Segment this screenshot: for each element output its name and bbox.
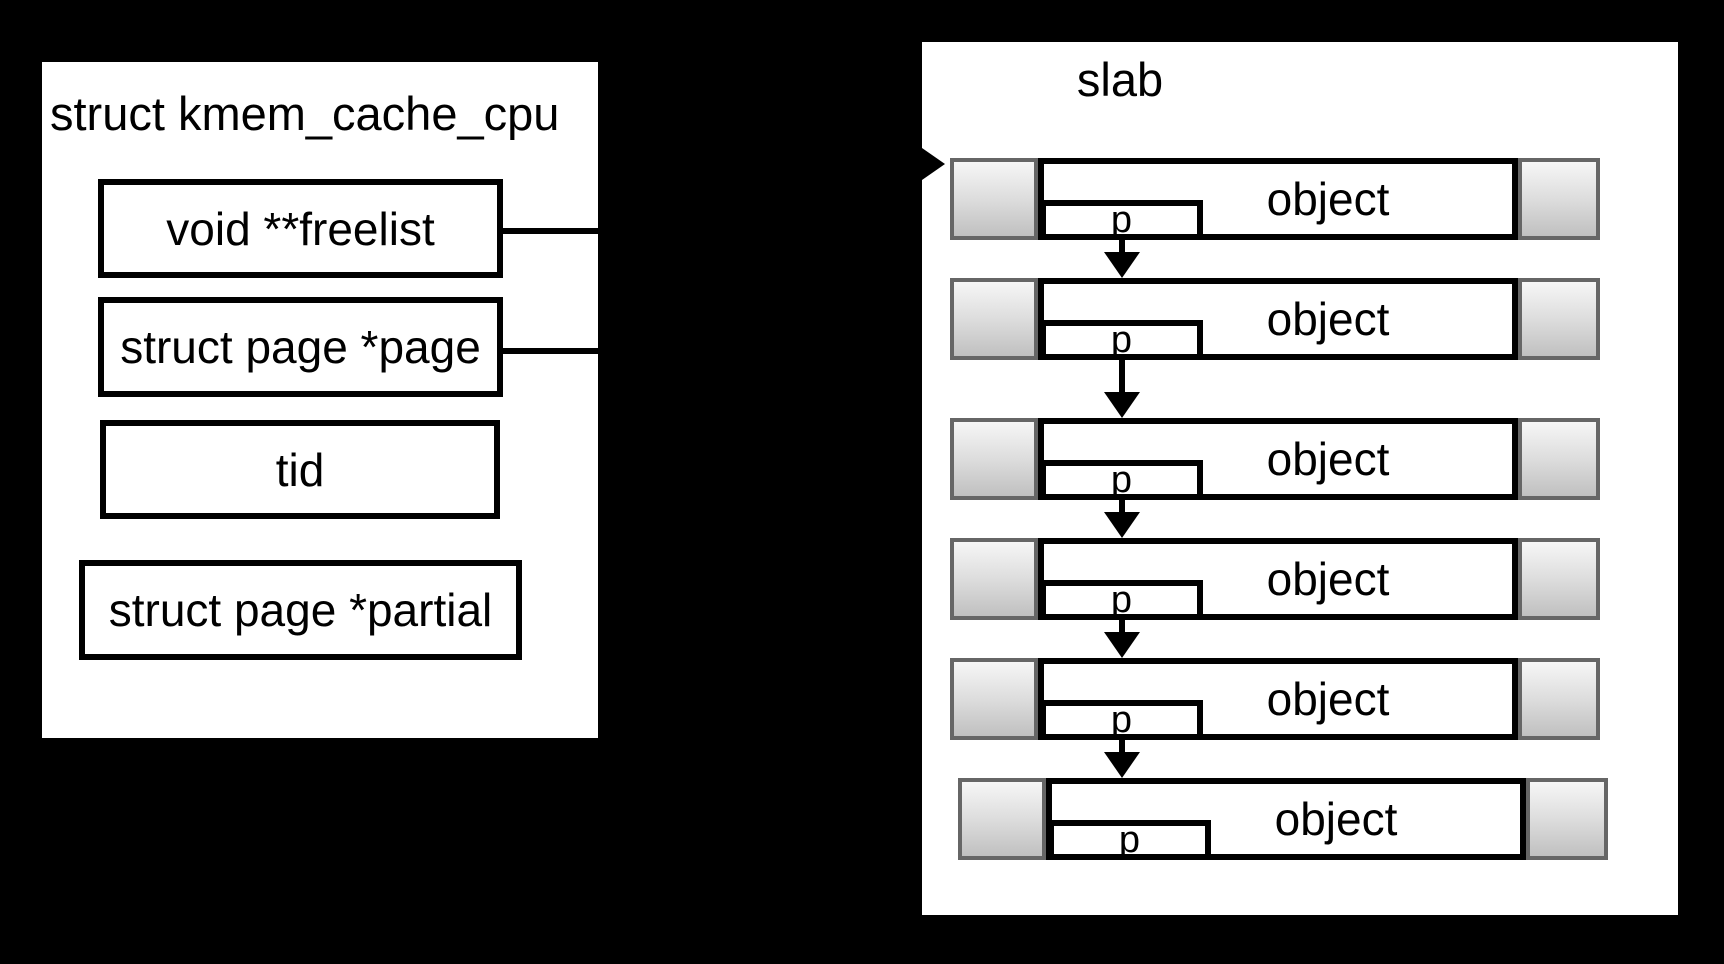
freelist-pointer-box: p <box>1040 700 1203 740</box>
pointer-label: p <box>1118 819 1141 861</box>
padding-cell-left <box>950 658 1038 740</box>
padding-cell-right <box>1518 158 1600 240</box>
slab-object-row: object p <box>950 658 1600 740</box>
padding-cell-left <box>950 538 1038 620</box>
field-box-page: struct page *page <box>98 297 503 397</box>
padding-cell-right <box>1518 418 1600 500</box>
object-box <box>1038 278 1518 360</box>
pointer-label: p <box>1110 319 1133 361</box>
slab-object-row: object p <box>950 278 1600 360</box>
object-label: object <box>1274 793 1398 845</box>
field-label-page: struct page *page <box>120 321 481 373</box>
field-box-partial: struct page *partial <box>79 560 522 660</box>
slab-object-row: object p <box>950 158 1600 240</box>
object-label: object <box>1266 673 1390 725</box>
pointer-label: p <box>1110 459 1133 501</box>
object-label: object <box>1266 173 1390 225</box>
kmem-cache-cpu-panel: struct kmem_cache_cpu void **freelist st… <box>42 62 598 738</box>
pointer-arrow-down-icon <box>1104 632 1140 658</box>
pointer-arrow-shaft <box>1119 240 1125 254</box>
field-box-freelist: void **freelist <box>98 179 503 278</box>
pointer-arrow-shaft <box>1119 360 1125 396</box>
padding-cell-right <box>1518 658 1600 740</box>
slab-entry-arrowhead-right-icon <box>922 148 945 180</box>
object-label: object <box>1266 293 1390 345</box>
slab-object-row: object p <box>950 538 1600 620</box>
padding-cell-left <box>958 778 1046 860</box>
page-connector-line <box>501 348 598 354</box>
object-label: object <box>1266 553 1390 605</box>
slab-object-row: object p <box>958 778 1608 860</box>
pointer-label: p <box>1110 199 1133 241</box>
pointer-arrow-shaft <box>1119 500 1125 516</box>
padding-cell-right <box>1518 278 1600 360</box>
pointer-arrow-down-icon <box>1104 752 1140 778</box>
pointer-arrow-down-icon <box>1104 512 1140 538</box>
pointer-arrow-down-icon <box>1104 392 1140 418</box>
pointer-label: p <box>1110 579 1133 621</box>
padding-cell-left <box>950 418 1038 500</box>
field-box-tid: tid <box>100 420 500 519</box>
slab-panel: slab object p object p <box>922 42 1678 915</box>
padding-cell-right <box>1526 778 1608 860</box>
pointer-arrow-shaft <box>1119 620 1125 634</box>
slab-object-row: object p <box>950 418 1600 500</box>
freelist-pointer-box: p <box>1040 460 1203 500</box>
freelist-connector-line <box>501 228 598 234</box>
padding-cell-left <box>950 278 1038 360</box>
field-label-tid: tid <box>275 443 325 496</box>
field-label-partial: struct page *partial <box>108 584 493 636</box>
kmem-cache-cpu-title: struct kmem_cache_cpu <box>50 87 560 140</box>
freelist-pointer-box: p <box>1040 320 1203 360</box>
freelist-pointer-box: p <box>1040 580 1203 620</box>
pointer-arrow-down-icon <box>1104 252 1140 278</box>
padding-cell-left <box>950 158 1038 240</box>
pointer-arrow-shaft <box>1119 740 1125 754</box>
slab-title: slab <box>1076 53 1164 106</box>
freelist-pointer-box: p <box>1048 820 1211 860</box>
freelist-pointer-box: p <box>1040 200 1203 240</box>
pointer-label: p <box>1110 699 1133 741</box>
object-label: object <box>1266 433 1390 485</box>
field-label-freelist: void **freelist <box>166 202 435 255</box>
padding-cell-right <box>1518 538 1600 620</box>
